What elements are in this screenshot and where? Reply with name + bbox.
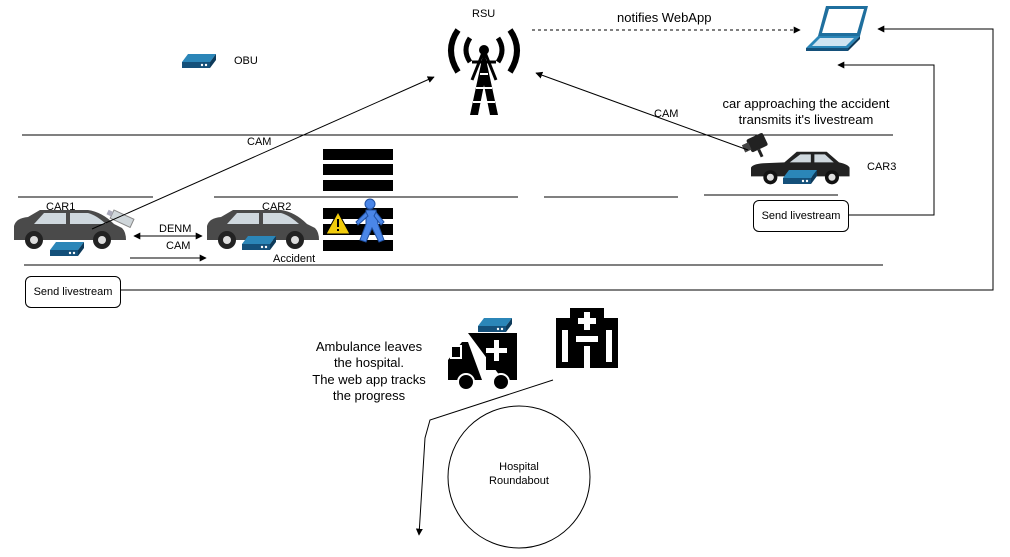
car2-label: CAR2 — [262, 201, 292, 213]
arrow-car3-rsu — [535, 71, 749, 151]
send-livestream-car3-button[interactable]: Send livestream — [753, 200, 849, 232]
ambulance-note: Ambulance leaves the hospital. The web a… — [312, 339, 426, 403]
obu-device-icon — [478, 318, 512, 332]
car-icon — [751, 151, 850, 185]
cam-label-car1-rsu: CAM — [247, 136, 272, 148]
antenna-icon — [448, 28, 520, 115]
laptop-icon — [806, 6, 868, 51]
arrow-car1-laptop — [120, 25, 994, 291]
connectors — [91, 25, 994, 536]
cam-label-car1-car2: CAM — [166, 240, 191, 252]
camera-icon — [741, 133, 768, 158]
car3-note: car approaching the accident transmits i… — [722, 96, 890, 128]
obu-device-icon — [50, 242, 84, 256]
road-lines — [18, 134, 893, 266]
hospital-roundabout-label: Hospital Roundabout — [489, 461, 549, 487]
arrow-car1-rsu — [91, 76, 435, 230]
obu-device-icon — [182, 54, 216, 68]
warning-icon — [325, 210, 351, 235]
notifies-webapp-label: notifies WebApp — [617, 10, 712, 25]
ambulance-icon — [448, 333, 517, 391]
obu-device-icon — [783, 170, 817, 184]
rsu-label: RSU — [472, 8, 496, 20]
arrow-car3-laptop — [837, 61, 935, 216]
send-livestream-car1-button[interactable]: Send livestream — [25, 276, 121, 308]
roundabout-shape — [447, 405, 591, 549]
hospital-icon — [556, 308, 618, 368]
accident-label: Accident — [273, 253, 316, 265]
cam-label-car3-rsu: CAM — [654, 108, 679, 120]
pedestrian-icon — [355, 198, 385, 243]
car3-label: CAR3 — [867, 161, 897, 173]
denm-label: DENM — [159, 223, 192, 235]
crosswalk-icon — [323, 149, 393, 251]
car1-label: CAR1 — [46, 201, 76, 213]
obu-device-icon — [242, 236, 276, 250]
obu-label: OBU — [234, 55, 258, 67]
arrow-ambulance-route — [415, 379, 554, 536]
